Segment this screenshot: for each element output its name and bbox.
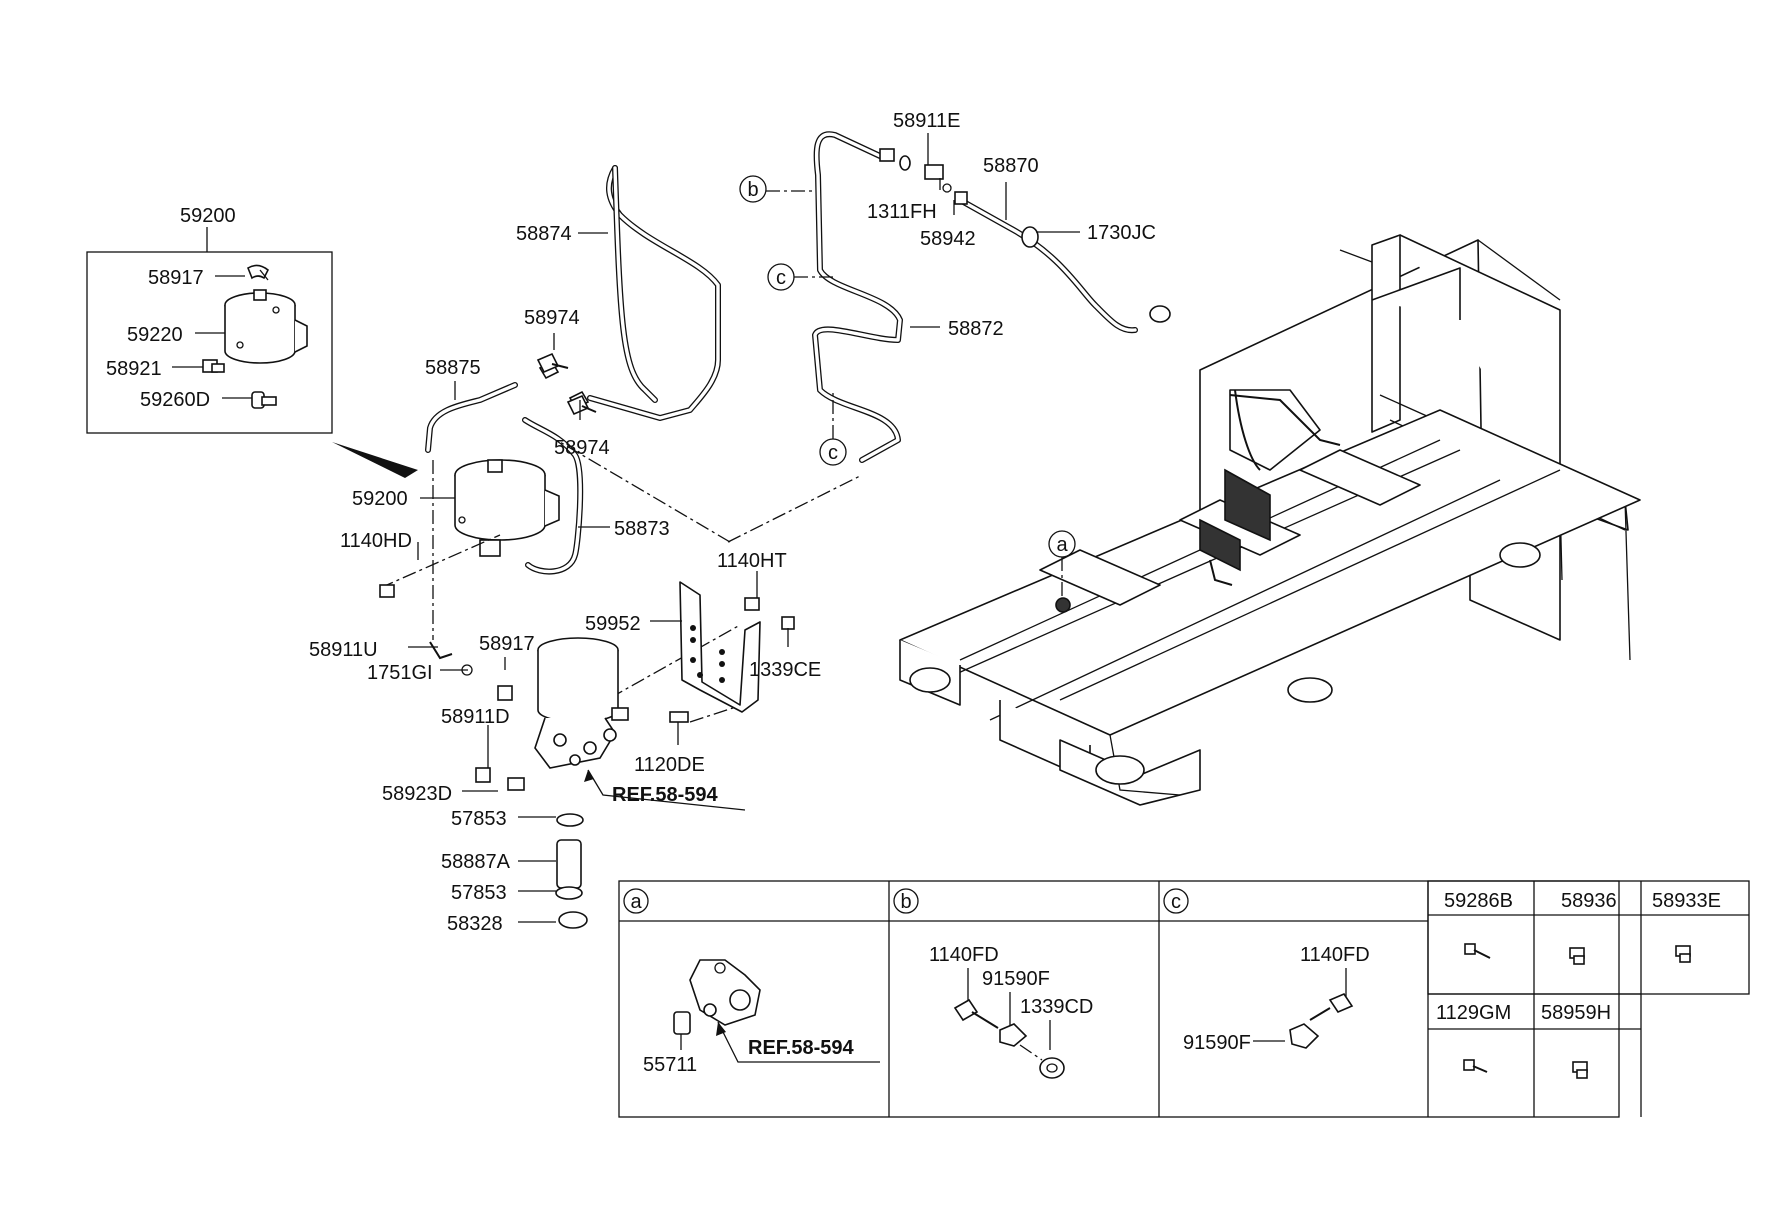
callout-58974-upper: 58974	[524, 307, 580, 329]
callout-58875: 58875	[425, 357, 481, 379]
panel-a: a 55711 REF.58-594	[623, 888, 880, 1076]
callout-58917-dryer: 58917	[479, 633, 535, 655]
callout-59200-mid: 59200	[352, 488, 408, 510]
marker-a: a	[1048, 530, 1076, 598]
elbow-fitting-58917	[247, 264, 270, 281]
inset-59200-assembly	[86, 227, 333, 434]
pipe-58873	[522, 417, 584, 575]
marker-a-letter: a	[1056, 534, 1068, 556]
callout-1751GI: 1751GI	[367, 662, 433, 684]
callout-58923D: 58923D	[382, 783, 452, 805]
callout-58870: 58870	[983, 155, 1039, 177]
callout-58933E: 58933E	[1652, 890, 1721, 912]
pipe-58874	[587, 165, 721, 421]
panel-b-header: b	[900, 891, 911, 913]
callout-58328: 58328	[447, 913, 503, 935]
fitting-58921	[202, 359, 225, 373]
callout-58942: 58942	[920, 228, 976, 250]
panels-outer	[618, 880, 1620, 1118]
marker-c-top: c	[767, 263, 835, 291]
callout-55711: 55711	[643, 1054, 697, 1076]
callout-91590F-c: 91590F	[1183, 1032, 1251, 1054]
part-58933E-icon	[1675, 945, 1691, 963]
callout-58911D: 58911D	[441, 706, 510, 728]
reference-panel-a: REF.58-594	[748, 1037, 854, 1059]
callout-58936: 58936	[1561, 890, 1617, 912]
fittings-58974	[536, 352, 597, 416]
tank-59220	[224, 289, 308, 364]
air-dryer	[534, 637, 629, 769]
callout-59286B: 59286B	[1444, 890, 1513, 912]
panel-c-header: c	[1171, 891, 1181, 913]
hose-58870	[957, 197, 1171, 334]
chassis-frame	[899, 234, 1641, 806]
callout-59200-top: 59200	[180, 205, 236, 227]
bolts-dryer	[379, 584, 795, 929]
callout-58911U: 58911U	[309, 639, 378, 661]
callout-59260D: 59260D	[140, 389, 210, 411]
callout-58917-inset: 58917	[148, 267, 204, 289]
callout-58911E: 58911E	[893, 110, 960, 132]
callout-58872: 58872	[948, 318, 1004, 340]
callout-91590F-b: 91590F	[982, 968, 1050, 990]
marker-c-bottom-letter: c	[828, 442, 838, 464]
callout-1140HT: 1140HT	[717, 550, 787, 572]
reference-main: REF.58-594	[612, 784, 718, 806]
part-58959H-icon	[1572, 1061, 1588, 1079]
part-1129GM-icon	[1463, 1059, 1488, 1073]
callout-58873: 58873	[614, 518, 670, 540]
pipe-58875	[425, 382, 518, 453]
inset-box	[86, 251, 333, 434]
callout-1120DE: 1120DE	[634, 754, 705, 776]
callout-59952: 59952	[585, 613, 641, 635]
part-59286B-icon	[1464, 943, 1491, 959]
marker-c-bottom: c	[819, 392, 847, 466]
callout-1140FD-b: 1140FD	[929, 944, 999, 966]
callout-1311FH: 1311FH	[867, 201, 937, 223]
leader-lines	[408, 133, 1080, 923]
mount-a-point	[1055, 597, 1071, 613]
callout-1129GM: 1129GM	[1436, 1002, 1511, 1024]
pipe-58872	[812, 131, 903, 463]
detail-panels: a 55711 REF.58-594 b 1140FD 91590F 1339C…	[618, 880, 1750, 1118]
callout-1339CE: 1339CE	[749, 659, 821, 681]
marker-c-top-letter: c	[776, 267, 786, 289]
callout-1140FD-c: 1140FD	[1300, 944, 1370, 966]
fitting-59260D	[251, 391, 277, 409]
bolt-55711	[673, 1011, 691, 1035]
marker-b-letter: b	[747, 179, 758, 201]
panel-c: c 1140FD 91590F	[1163, 888, 1370, 1054]
callout-58974-lower: 58974	[554, 437, 610, 459]
small-parts-grid: 59286B 58936 58933E 1129GM 58959H	[1427, 880, 1750, 1117]
callout-1339CD-b: 1339CD	[1020, 996, 1093, 1018]
bracket-59952	[679, 581, 761, 713]
callout-58887A: 58887A	[441, 851, 511, 873]
callout-58874: 58874	[516, 223, 572, 245]
tank-59200	[454, 459, 560, 557]
panel-b: b 1140FD 91590F 1339CD	[893, 888, 1093, 1079]
callout-58921: 58921	[106, 358, 162, 380]
callout-57853-upper: 57853	[451, 808, 507, 830]
marker-b: b	[739, 175, 816, 203]
callout-1140HD: 1140HD	[340, 530, 412, 552]
callout-59220: 59220	[127, 324, 183, 346]
callout-57853-lower: 57853	[451, 882, 507, 904]
pointer-arrow	[332, 442, 418, 478]
callout-1730JC: 1730JC	[1087, 222, 1156, 244]
panel-a-header: a	[630, 891, 642, 913]
part-58936-icon	[1569, 947, 1585, 965]
callout-labels: 59200 58917 59220 58921 59260D 58874 589…	[106, 110, 1156, 935]
callout-58959H: 58959H	[1541, 1002, 1611, 1024]
